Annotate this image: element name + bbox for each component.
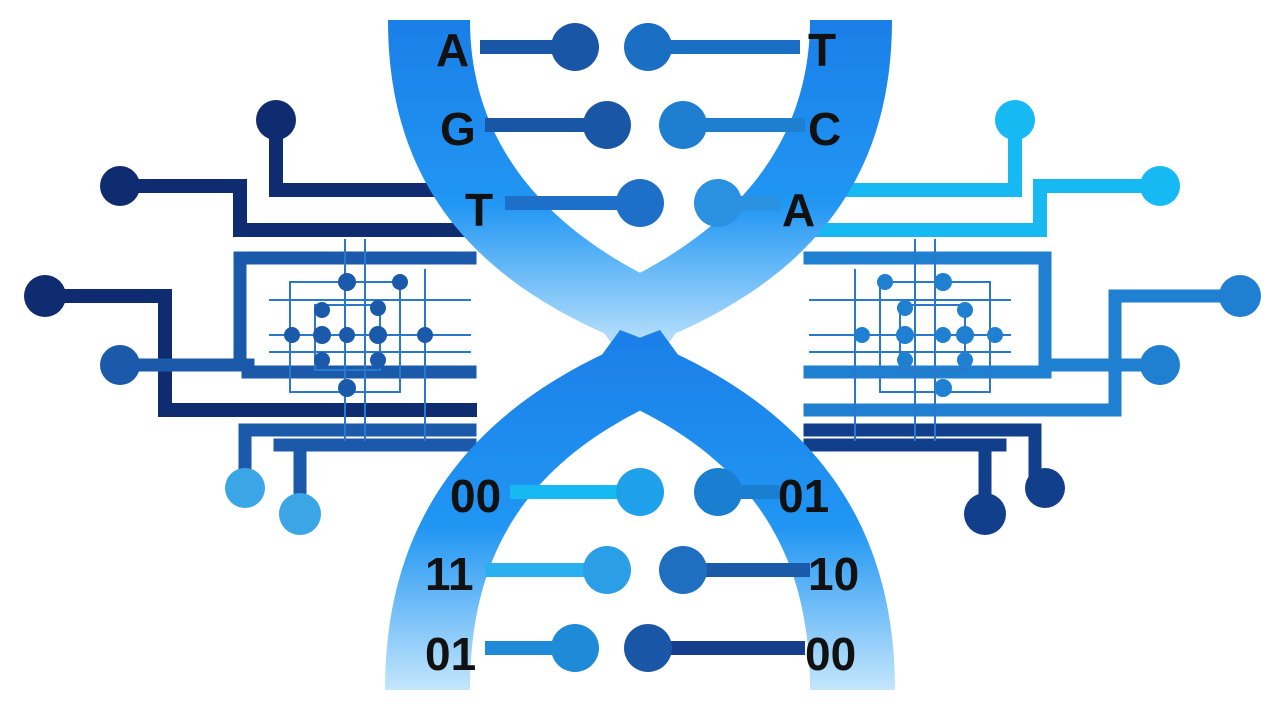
dna-helix xyxy=(385,20,895,690)
rung-3 xyxy=(505,179,780,227)
base-left-3: T xyxy=(465,184,493,236)
base-left-2: G xyxy=(440,103,476,155)
base-right-1: T xyxy=(808,24,836,76)
helix-strand-upper-right xyxy=(580,20,892,355)
helix-strand-lower-right xyxy=(580,330,895,690)
rung-4 xyxy=(510,468,780,516)
right-circuit-board xyxy=(803,100,1261,535)
bits-left-1: 00 xyxy=(450,470,501,522)
dna-base-labels: A G T T C A xyxy=(436,24,841,236)
lower-rungs xyxy=(485,468,810,672)
rung-2 xyxy=(485,101,805,149)
rung-5 xyxy=(485,546,810,594)
bits-left-3: 01 xyxy=(425,628,476,680)
rung-6 xyxy=(485,624,805,672)
bits-right-1: 01 xyxy=(778,470,829,522)
bits-right-3: 00 xyxy=(805,628,856,680)
binary-code-labels: 00 11 01 01 10 00 xyxy=(425,470,859,680)
helix-strand-lower-left xyxy=(385,330,700,690)
bits-left-2: 11 xyxy=(425,548,474,600)
helix-strand-upper-left xyxy=(388,20,700,355)
upper-rungs xyxy=(480,23,805,227)
left-circuit-board xyxy=(24,100,477,535)
rung-1 xyxy=(480,23,800,71)
base-right-3: A xyxy=(782,184,815,236)
bits-right-2: 10 xyxy=(808,548,859,600)
base-left-1: A xyxy=(436,24,469,76)
base-right-2: C xyxy=(808,103,841,155)
